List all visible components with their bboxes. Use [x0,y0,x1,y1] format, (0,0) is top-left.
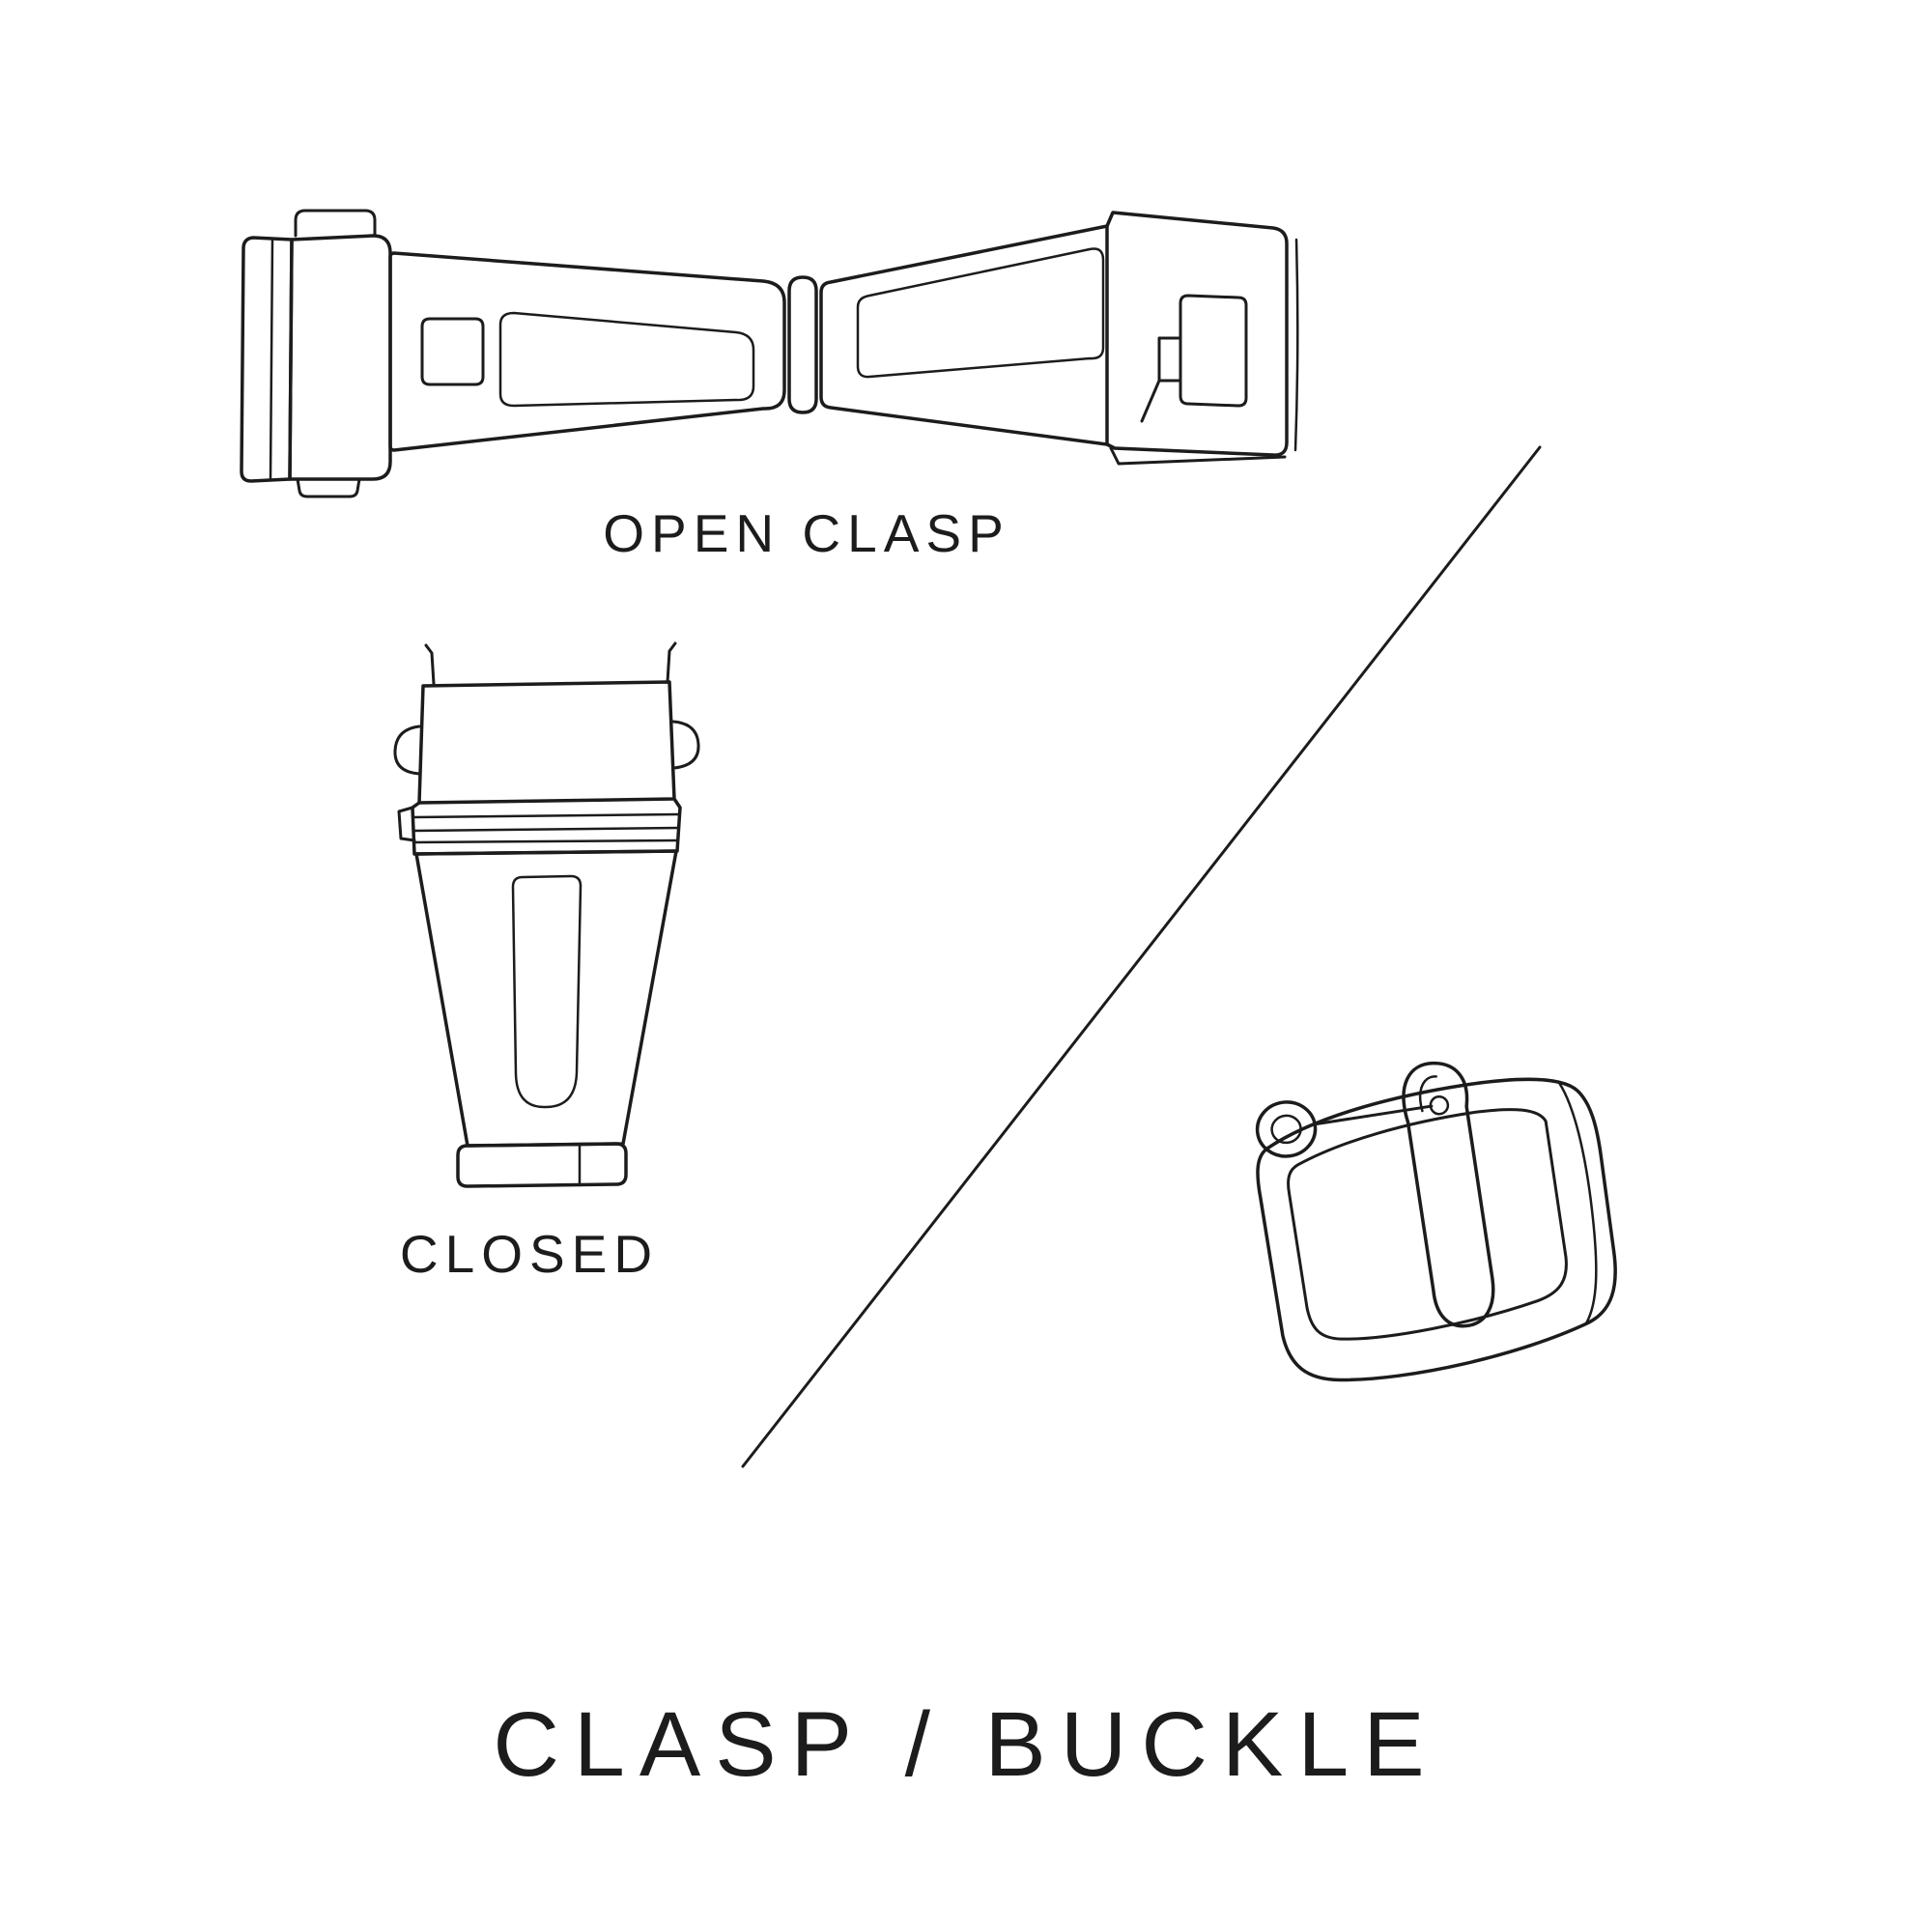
open-clasp-illustration [240,209,1299,498]
closed-clasp-illustration [393,641,700,1188]
page-title: CLASP / BUCKLE [493,1693,1439,1796]
closed-clasp-label: CLOSED [399,1224,660,1284]
diagonal-divider-line [741,445,1542,1468]
open-clasp-label: OPEN CLASP [603,503,1010,563]
buckle-illustration [1255,1061,1617,1382]
